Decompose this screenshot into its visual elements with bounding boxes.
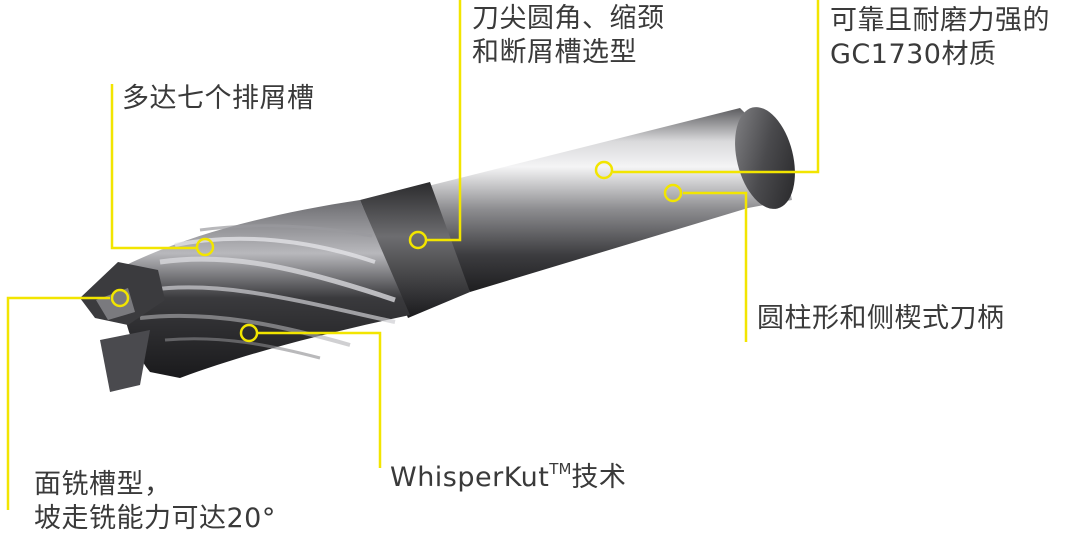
neck (360, 182, 470, 318)
callout-circle-marker (110, 288, 130, 308)
callout-markers (110, 160, 683, 343)
label-face-line1: 面铣槽型， (34, 469, 172, 500)
label-corner: 刀尖圆角、缩颈 和断屑槽选型 (472, 2, 665, 70)
fluted-section (119, 200, 410, 378)
label-grade-line1: 可靠且耐磨力强的 (830, 5, 1050, 36)
label-whisperkut: WhisperKutTM技术 (390, 452, 626, 495)
callout-circle-marker (594, 160, 614, 180)
shank (420, 107, 795, 292)
callout-lines (6, 0, 820, 510)
label-corner-line2: 和断屑槽选型 (472, 37, 637, 68)
callout-circle-marker (408, 230, 428, 250)
label-shank: 圆柱形和侧楔式刀柄 (757, 302, 1005, 336)
whisperkut-suffix: 技术 (571, 462, 627, 493)
label-flutes: 多达七个排屑槽 (122, 82, 315, 116)
label-face-line2: 坡走铣能力可达20° (34, 503, 276, 534)
whisperkut-prefix: WhisperKut (390, 462, 550, 493)
callout-circle-marker (239, 323, 259, 343)
callout-circle-marker (195, 237, 215, 257)
cutting-tip (80, 262, 165, 392)
callout-circle-marker (663, 183, 683, 203)
label-face: 面铣槽型， 坡走铣能力可达20° (34, 468, 276, 536)
label-grade-line2: GC1730材质 (830, 39, 997, 70)
label-shank-line1: 圆柱形和侧楔式刀柄 (757, 303, 1005, 334)
label-whisperkut-line: WhisperKutTM技术 (390, 452, 626, 495)
label-grade: 可靠且耐磨力强的 GC1730材质 (830, 4, 1050, 72)
label-flutes-line1: 多达七个排屑槽 (122, 83, 315, 114)
label-corner-line1: 刀尖圆角、缩颈 (472, 3, 665, 34)
trademark: TM (549, 460, 572, 478)
